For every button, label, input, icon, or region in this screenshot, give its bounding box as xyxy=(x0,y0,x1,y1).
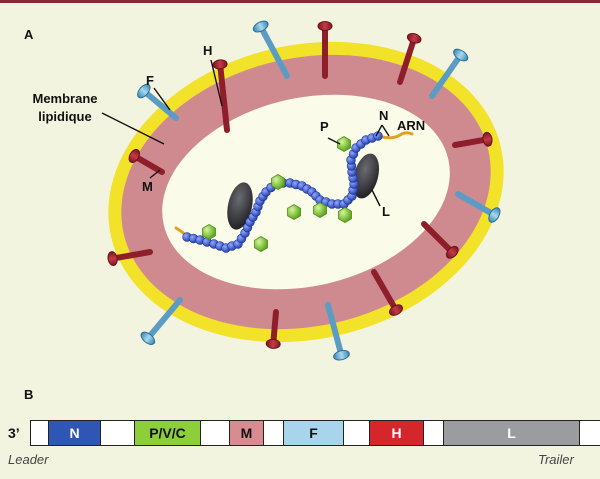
gene-h: H xyxy=(370,421,424,445)
label-l-polymerase: L xyxy=(382,204,390,219)
f-spike-stem-13 xyxy=(144,297,183,342)
m-leader-line xyxy=(149,169,161,179)
intergenic-region-0 xyxy=(31,421,49,445)
label-p-phosphoprotein: P xyxy=(320,119,329,134)
f-spike-stem-6 xyxy=(429,52,464,99)
intergenic-region-8 xyxy=(344,421,370,445)
h-spike-head-0 xyxy=(212,59,228,70)
phosphoprotein-0 xyxy=(202,224,216,240)
f-spike-head-1 xyxy=(137,83,151,99)
gene-f: F xyxy=(284,421,344,445)
phosphoprotein-2 xyxy=(271,174,285,190)
panel-b-letter: B xyxy=(24,387,34,402)
label-h-hemagglutinin: H xyxy=(203,43,213,58)
phosphoprotein-5 xyxy=(338,207,352,223)
h-spike-head-5 xyxy=(406,32,422,44)
phosphoprotein-1 xyxy=(254,236,268,252)
f-spike-stem-1 xyxy=(140,88,179,121)
h-spike-stem-5 xyxy=(397,35,418,85)
h-spike-head-9 xyxy=(445,245,459,259)
ribonucleoprotein-complex xyxy=(174,131,414,253)
intergenic-region-4 xyxy=(201,421,230,445)
membrane-label-line2: lipidique xyxy=(38,109,92,124)
membrane-label-line1: Membrane xyxy=(32,91,98,106)
polymerase-l-1 xyxy=(227,182,253,230)
gene-n: N xyxy=(49,421,101,445)
phosphoprotein-4 xyxy=(313,202,327,218)
h-spike-head-10 xyxy=(389,304,403,316)
gene-p-v-c: P/V/C xyxy=(135,421,201,445)
panel-a-letter: A xyxy=(24,27,34,42)
glycoprotein-spikes xyxy=(107,20,501,361)
p-leader-line xyxy=(327,137,341,145)
f-spike-head-8 xyxy=(488,207,501,223)
phosphoprotein-3 xyxy=(287,204,301,220)
h-spike-head-7 xyxy=(482,131,493,147)
h-leader-line xyxy=(210,59,223,107)
f-leader-line xyxy=(153,87,171,111)
gene-l: L xyxy=(444,421,580,445)
polymerase-l-2 xyxy=(352,153,380,199)
h-spike-stem-14 xyxy=(109,249,153,262)
h-spike-head-2 xyxy=(128,149,141,163)
h-spike-stem-10 xyxy=(371,269,399,314)
phosphoprotein-6 xyxy=(337,136,351,152)
h-spike-stem-2 xyxy=(131,153,165,175)
leader-label: Leader xyxy=(8,452,49,467)
h-spike-head-12 xyxy=(265,338,281,349)
gene-m: M xyxy=(230,421,264,445)
rna-tail-end xyxy=(376,131,414,140)
label-lipid-membrane: Membrane lipidique xyxy=(22,90,108,126)
f-spike-stem-8 xyxy=(455,191,498,218)
n-leader-line-2 xyxy=(381,124,390,137)
f-spike-stem-11 xyxy=(325,302,345,359)
h-spike-head-14 xyxy=(107,251,118,267)
label-leader-lines xyxy=(101,59,390,207)
h-spike-stem-12 xyxy=(270,309,279,347)
n-leader-line-1 xyxy=(375,124,383,137)
intergenic-region-12 xyxy=(580,421,600,445)
h-spike-stem-9 xyxy=(421,221,456,256)
h-spike-stem-7 xyxy=(452,136,491,148)
f-spike-head-13 xyxy=(140,331,156,345)
label-n-nucleoprotein: N xyxy=(379,108,389,123)
membrane-leader-line xyxy=(101,112,165,145)
f-spike-head-6 xyxy=(453,48,469,62)
label-arn-rna: ARN xyxy=(397,118,426,133)
l-leader-line xyxy=(371,189,381,207)
label-m-matrix-protein: M xyxy=(142,179,153,194)
genome-3-prime-end: 3’ xyxy=(8,425,20,441)
f-spike-stem-3 xyxy=(257,23,290,79)
f-spike-head-3 xyxy=(252,20,269,33)
intergenic-region-2 xyxy=(101,421,135,445)
h-spike-head-4 xyxy=(317,21,333,31)
h-spike-stem-0 xyxy=(217,61,230,133)
trailer-label: Trailer xyxy=(538,452,574,467)
f-spike-head-11 xyxy=(333,349,350,361)
top-border xyxy=(0,0,600,3)
label-f-fusion-protein: F xyxy=(146,73,154,88)
intergenic-region-10 xyxy=(424,421,444,445)
intergenic-region-6 xyxy=(264,421,284,445)
